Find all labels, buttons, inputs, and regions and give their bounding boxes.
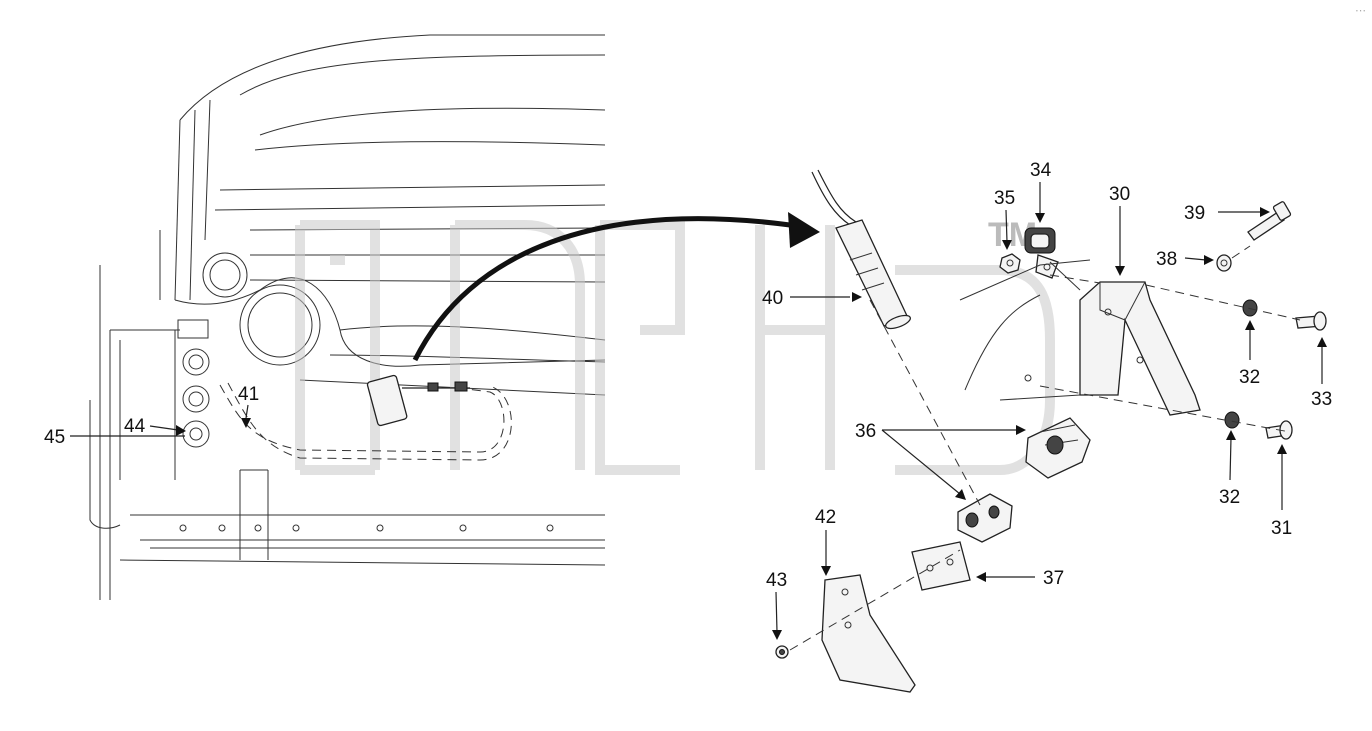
bracket-30: [1049, 261, 1201, 416]
callout-labels: 30 31 32 33 32 34 35 36 37 38 39 40 41 4…: [44, 160, 1332, 591]
callout-39: 39: [1184, 203, 1205, 224]
sensor-connector: [366, 374, 408, 427]
expand-dots-icon[interactable]: ⋯: [1355, 5, 1366, 17]
callout-34: 34: [1030, 160, 1052, 181]
washer-38: [1216, 254, 1232, 272]
callout-37: 37: [1043, 568, 1064, 589]
bolt-31: [1265, 420, 1293, 440]
vehicle-illustration: [89, 34, 606, 600]
washer-32-upper: [1242, 299, 1258, 317]
callout-42: 42: [815, 507, 836, 528]
screw-43: [775, 645, 789, 659]
watermark-logo: TM: [295, 216, 1055, 475]
speed-sensor-40: [811, 169, 911, 330]
callout-41: 41: [238, 384, 259, 405]
leader-lines: [70, 182, 1327, 640]
sensor-holder-36b: [957, 493, 1013, 543]
nut-35: [999, 253, 1021, 274]
callout-43: 43: [766, 570, 787, 591]
callout-44: 44: [124, 416, 146, 437]
sensor-holder-36a: [1025, 417, 1091, 479]
plate-37: [911, 541, 971, 591]
bolt-39: [1247, 201, 1292, 241]
plate-42: [821, 574, 916, 693]
assembly-axes: [789, 245, 1301, 651]
callout-36: 36: [855, 421, 876, 442]
callout-38: 38: [1156, 249, 1177, 270]
callout-31: 31: [1271, 518, 1292, 539]
frame-rail: [959, 259, 1091, 401]
sensor-wiring: [219, 374, 512, 461]
washer-32-lower: [1224, 411, 1240, 429]
callout-35: 35: [994, 188, 1015, 209]
clamp-34: [1024, 227, 1059, 279]
callout-32-upper: 32: [1239, 367, 1260, 388]
callout-33: 33: [1311, 389, 1332, 410]
bolt-33: [1295, 311, 1327, 331]
transfer-arrow: [412, 212, 820, 362]
callout-45: 45: [44, 427, 65, 448]
callout-32-lower: 32: [1219, 487, 1240, 508]
callout-30: 30: [1109, 184, 1130, 205]
callout-40: 40: [762, 288, 783, 309]
